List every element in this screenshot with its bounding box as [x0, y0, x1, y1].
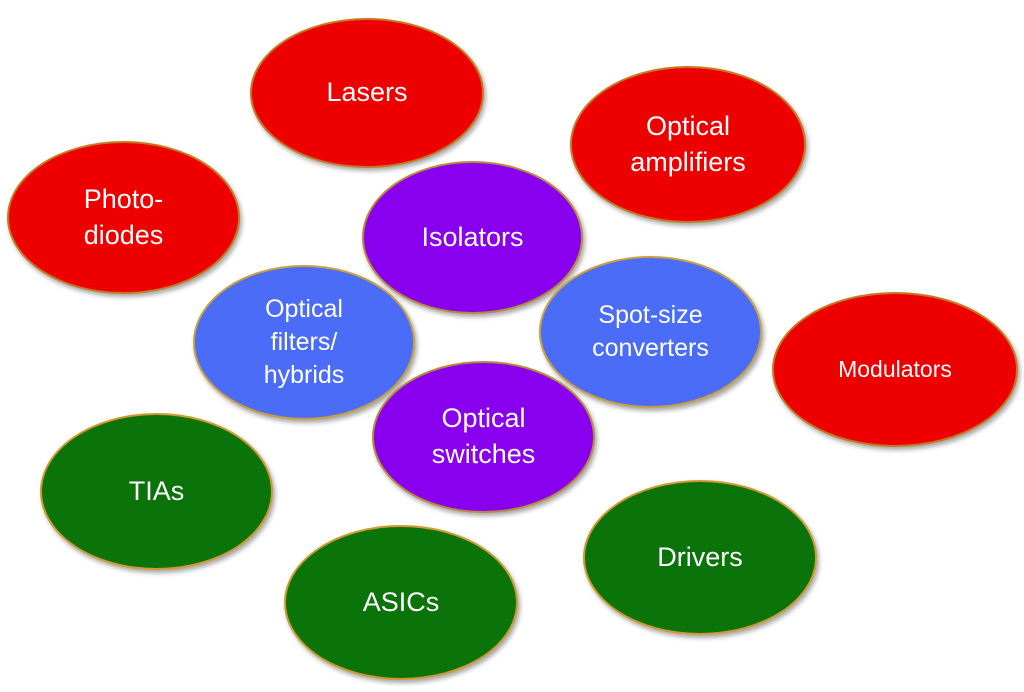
lasers-label: Lasers: [326, 77, 408, 108]
photodiodes-label: Photo- diodes: [83, 183, 164, 250]
optical-switches-label: Optical switches: [431, 403, 536, 469]
drivers-label: Drivers: [657, 541, 743, 572]
optical-amplifiers-bubble: Optical amplifiers: [570, 66, 806, 223]
modulators-bubble: Modulators: [772, 292, 1018, 447]
tias-bubble: TIAs: [40, 413, 273, 570]
spot-size-converters-label: Spot-size converters: [592, 301, 709, 362]
asics-bubble: ASICs: [284, 525, 518, 680]
optical-amplifiers-label: Optical amplifiers: [630, 110, 746, 177]
tias-label: TIAs: [128, 475, 185, 506]
photodiodes-bubble: Photo- diodes: [7, 141, 240, 294]
optical-switches-bubble: Optical switches: [372, 361, 595, 513]
isolators-bubble: Isolators: [362, 161, 583, 314]
optical-filters-hybrids-bubble: Optical filters/ hybrids: [193, 265, 415, 420]
modulators-label: Modulators: [838, 356, 952, 383]
drivers-bubble: Drivers: [583, 480, 817, 635]
asics-label: ASICs: [362, 586, 440, 617]
spot-size-converters-bubble: Spot-size converters: [539, 256, 762, 408]
optical-filters-hybrids-label: Optical filters/ hybrids: [263, 295, 345, 389]
lasers-bubble: Lasers: [250, 18, 484, 168]
isolators-label: Isolators: [421, 221, 524, 252]
